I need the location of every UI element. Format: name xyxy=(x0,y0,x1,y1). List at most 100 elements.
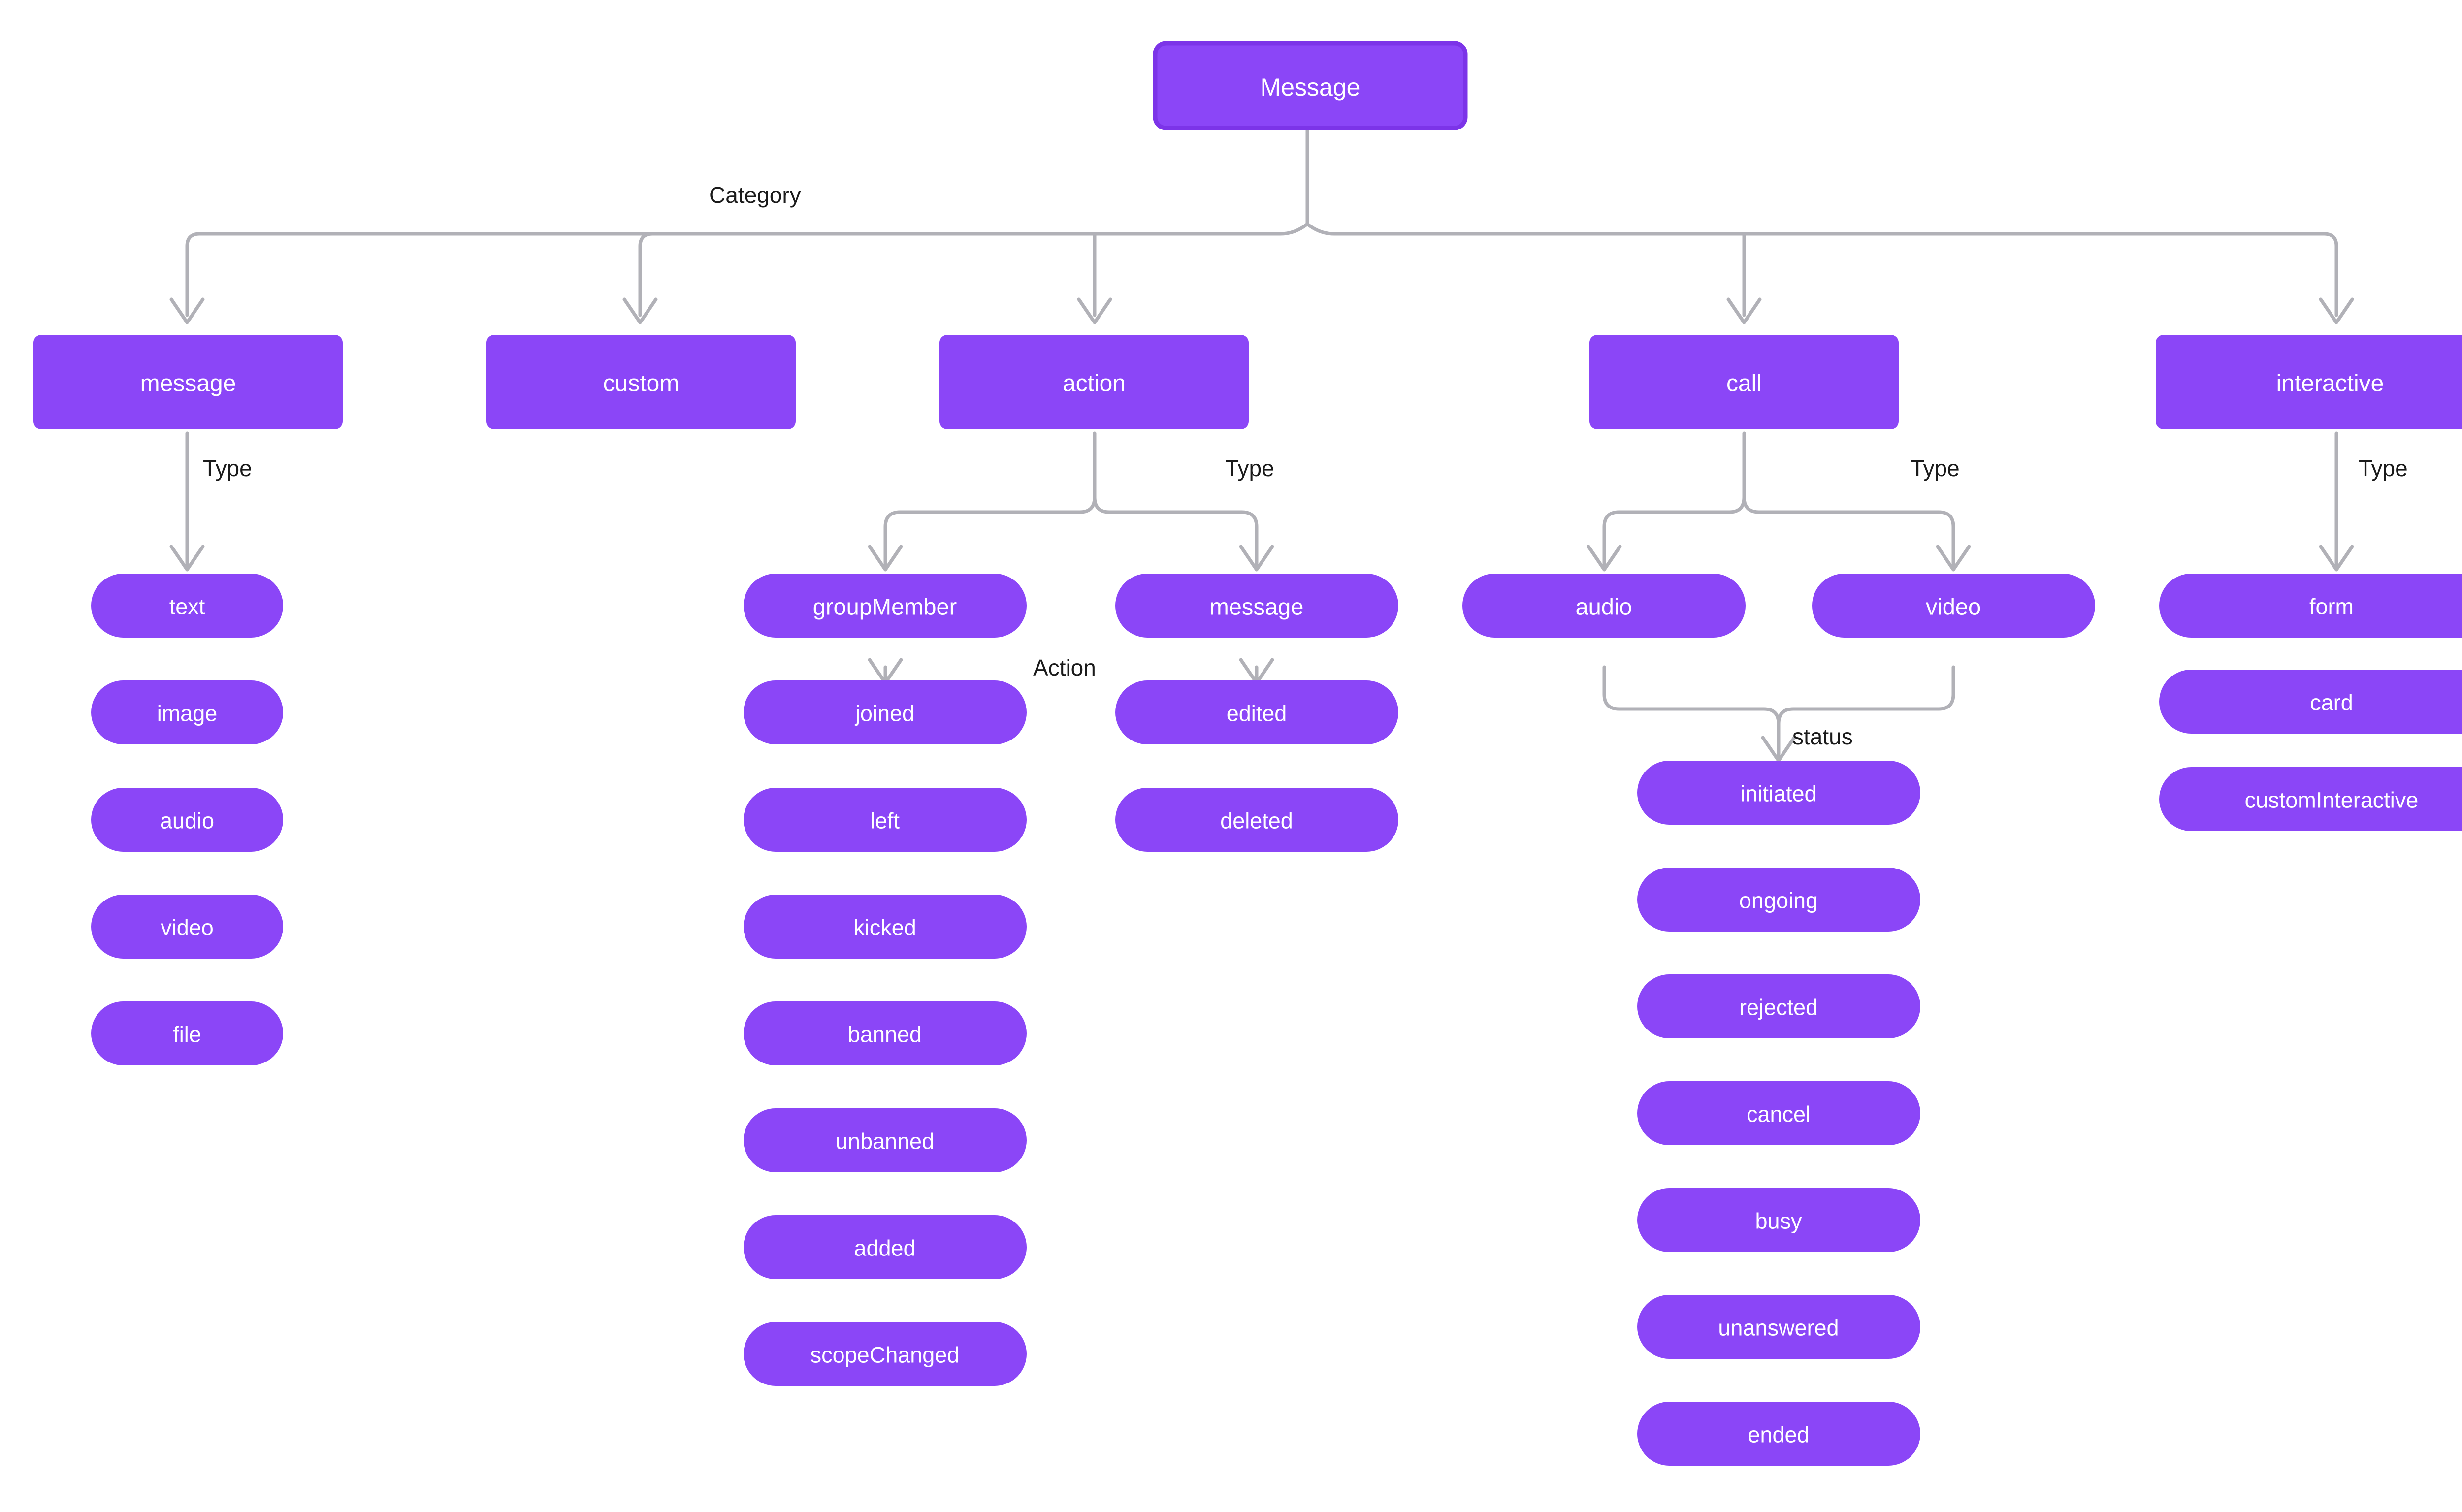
node-leaf-added[interactable]: added xyxy=(744,1215,1027,1279)
node-type-actionmessage[interactable]: message xyxy=(1115,574,1398,638)
node-leaf-rejected[interactable]: rejected xyxy=(1637,974,1920,1038)
node-leaf-card[interactable]: card xyxy=(2159,670,2462,734)
node-leaf-scopechanged-shape[interactable] xyxy=(744,1322,1027,1386)
node-leaf-deleted[interactable]: deleted xyxy=(1115,788,1398,852)
node-leaf-added-shape[interactable] xyxy=(744,1215,1027,1279)
node-category-action-label: action xyxy=(1063,371,1126,397)
node-leaf-left[interactable]: left xyxy=(744,788,1027,852)
node-category-action-shape[interactable] xyxy=(939,335,1249,429)
node-leaf-deleted-label: deleted xyxy=(1220,808,1293,834)
node-leaf-audio-shape[interactable] xyxy=(91,788,283,852)
node-root-shape[interactable] xyxy=(1153,41,1468,130)
arrow-to-video xyxy=(1936,545,1971,572)
node-type-groupmember[interactable]: groupMember xyxy=(744,574,1027,638)
node-type-video[interactable]: video xyxy=(1812,574,2095,638)
node-leaf-card-label: card xyxy=(2310,690,2353,715)
node-leaf-ended-label: ended xyxy=(1748,1422,1809,1448)
node-type-video-label: video xyxy=(1926,594,1981,620)
node-leaf-busy[interactable]: busy xyxy=(1637,1188,1920,1252)
edge-label-type-action: Type xyxy=(1225,455,1274,481)
node-leaf-image-shape[interactable] xyxy=(91,680,283,744)
arrow-to-custom xyxy=(622,297,658,324)
node-type-actionmessage-shape[interactable] xyxy=(1115,574,1398,638)
node-category-call-shape[interactable] xyxy=(1589,335,1899,429)
node-leaf-cancel[interactable]: cancel xyxy=(1637,1081,1920,1145)
arrow-to-form xyxy=(2319,545,2354,572)
node-leaf-ongoing-shape[interactable] xyxy=(1637,868,1920,932)
node-leaf-busy-shape[interactable] xyxy=(1637,1188,1920,1252)
node-leaf-unbanned-label: unbanned xyxy=(836,1129,934,1154)
arrow-to-groupmember xyxy=(868,545,903,572)
node-category-message-label: message xyxy=(140,371,236,397)
node-type-audio-shape[interactable] xyxy=(1462,574,1746,638)
node-leaf-unanswered-shape[interactable] xyxy=(1637,1295,1920,1359)
node-type-audio[interactable]: audio xyxy=(1462,574,1746,638)
node-leaf-deleted-shape[interactable] xyxy=(1115,788,1398,852)
node-leaf-unbanned-shape[interactable] xyxy=(744,1108,1027,1172)
node-leaf-initiated[interactable]: initiated xyxy=(1637,761,1920,825)
node-leaf-scopechanged[interactable]: scopeChanged xyxy=(744,1322,1027,1386)
node-leaf-unanswered-label: unanswered xyxy=(1718,1316,1839,1341)
node-leaf-video[interactable]: video xyxy=(91,895,283,959)
node-leaf-text[interactable]: text xyxy=(91,574,283,638)
node-category-interactive[interactable]: interactive xyxy=(2156,335,2462,429)
node-leaf-joined[interactable]: joined xyxy=(744,680,1027,744)
edge-action-to-actionmessage xyxy=(1093,495,1259,571)
node-type-audio-label: audio xyxy=(1576,594,1632,620)
node-leaf-unbanned[interactable]: unbanned xyxy=(744,1108,1027,1172)
node-leaf-ended[interactable]: ended xyxy=(1637,1402,1920,1466)
node-leaf-cancel-shape[interactable] xyxy=(1637,1081,1920,1145)
edge-label-status: status xyxy=(1792,724,1853,749)
node-leaf-edited[interactable]: edited xyxy=(1115,680,1398,744)
node-leaf-card-shape[interactable] xyxy=(2159,670,2462,734)
node-leaf-video-shape[interactable] xyxy=(91,895,283,959)
node-leaf-form[interactable]: form xyxy=(2159,574,2462,638)
node-leaf-form-shape[interactable] xyxy=(2159,574,2462,638)
node-leaf-text-shape[interactable] xyxy=(91,574,283,638)
edge-bus-left xyxy=(185,222,1309,317)
node-category-custom[interactable]: custom xyxy=(486,335,796,429)
edge-label-type-message: Type xyxy=(203,455,252,481)
node-leaf-custominteractive-label: customInteractive xyxy=(2245,788,2419,813)
node-leaf-initiated-label: initiated xyxy=(1740,781,1816,806)
node-leaf-joined-label: joined xyxy=(854,701,914,726)
node-category-interactive-label: interactive xyxy=(2276,371,2384,397)
node-leaf-scopechanged-label: scopeChanged xyxy=(810,1343,960,1368)
node-leaf-rejected-shape[interactable] xyxy=(1637,974,1920,1038)
node-type-groupmember-label: groupMember xyxy=(813,594,957,620)
node-leaf-ended-shape[interactable] xyxy=(1637,1402,1920,1466)
node-leaf-file[interactable]: file xyxy=(91,1001,283,1065)
node-leaf-left-shape[interactable] xyxy=(744,788,1027,852)
node-category-interactive-shape[interactable] xyxy=(2156,335,2462,429)
edge-label-type-call: Type xyxy=(1911,455,1960,481)
node-leaf-rejected-label: rejected xyxy=(1739,995,1818,1020)
node-leaf-audio[interactable]: audio xyxy=(91,788,283,852)
node-leaf-kicked-shape[interactable] xyxy=(744,895,1027,959)
node-leaf-joined-shape[interactable] xyxy=(744,680,1027,744)
node-leaf-file-shape[interactable] xyxy=(91,1001,283,1065)
node-leaf-kicked[interactable]: kicked xyxy=(744,895,1027,959)
node-leaf-custominteractive[interactable]: customInteractive xyxy=(2159,767,2462,831)
node-leaf-unanswered[interactable]: unanswered xyxy=(1637,1295,1920,1359)
node-leaf-image[interactable]: image xyxy=(91,680,283,744)
node-category-call[interactable]: call xyxy=(1589,335,1899,429)
node-category-message[interactable]: message xyxy=(33,335,343,429)
node-type-groupmember-shape[interactable] xyxy=(744,574,1027,638)
node-leaf-video-label: video xyxy=(161,915,214,940)
node-category-custom-shape[interactable] xyxy=(486,335,796,429)
node-leaf-edited-shape[interactable] xyxy=(1115,680,1398,744)
node-leaf-banned-shape[interactable] xyxy=(744,1001,1027,1065)
node-category-action[interactable]: action xyxy=(939,335,1249,429)
node-leaf-custominteractive-shape[interactable] xyxy=(2159,767,2462,831)
edge-video-to-status xyxy=(1777,665,1955,760)
node-leaf-banned[interactable]: banned xyxy=(744,1001,1027,1065)
node-root[interactable]: Message xyxy=(1153,41,1468,130)
node-type-video-shape[interactable] xyxy=(1812,574,2095,638)
arrow-to-text xyxy=(169,545,205,572)
node-leaf-ongoing[interactable]: ongoing xyxy=(1637,868,1920,932)
arrow-to-actionmessage xyxy=(1239,545,1274,572)
node-category-custom-label: custom xyxy=(603,371,680,397)
node-leaf-initiated-shape[interactable] xyxy=(1637,761,1920,825)
node-category-message-shape[interactable] xyxy=(33,335,343,429)
edge-bus-right xyxy=(1305,222,2338,317)
